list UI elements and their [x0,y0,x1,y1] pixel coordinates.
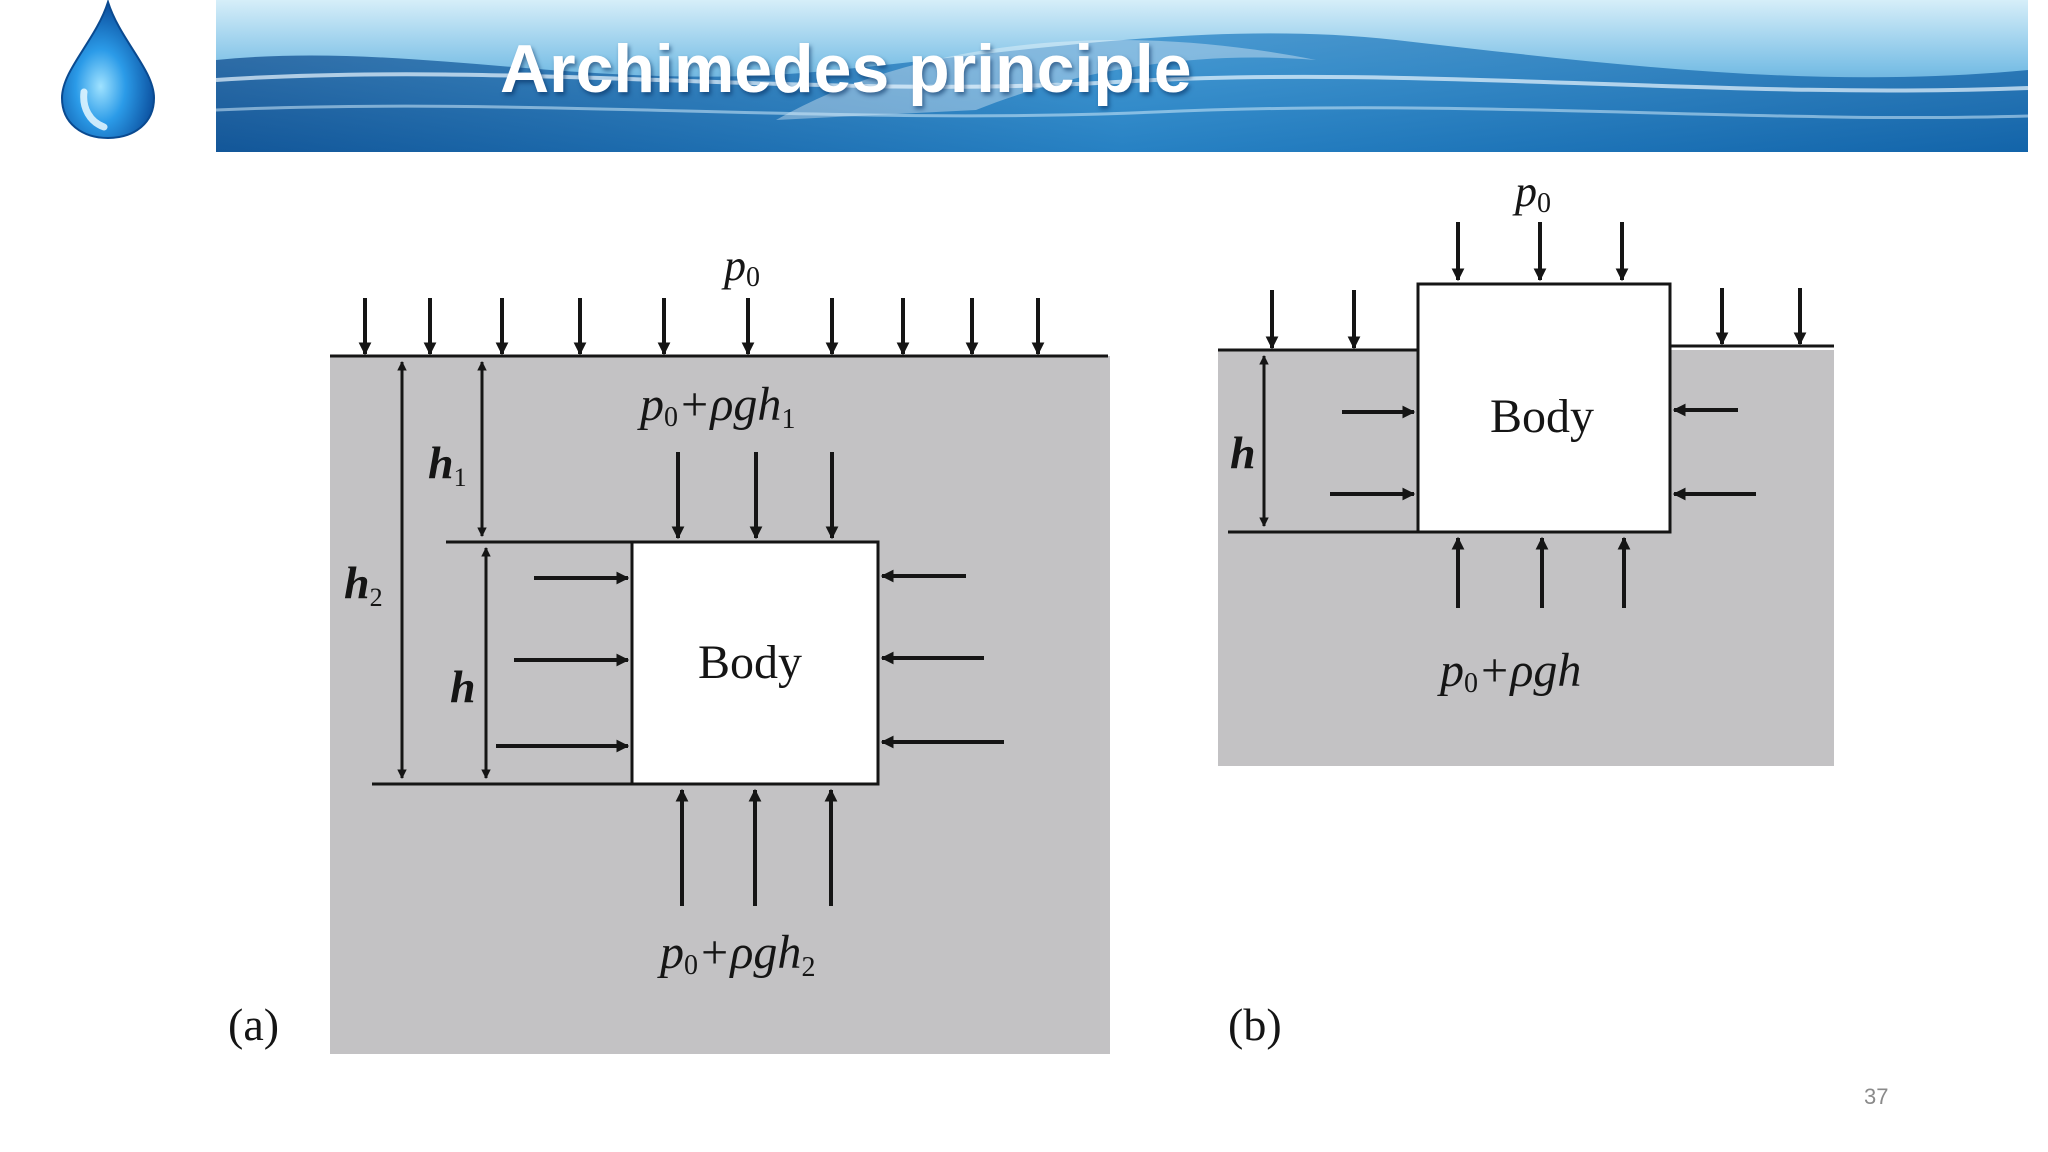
page-title: Archimedes principle [500,31,1192,107]
surface-pressure-arrows-b [1265,288,1807,350]
panel-label-b: (b) [1228,999,1282,1050]
top-pressure-arrows-a [671,452,839,540]
surface-pressure-label-a: p0 [721,241,760,293]
water-wave-image [216,0,2028,152]
water-drop-icon [60,0,156,140]
top-pressure-arrows-b [1451,222,1629,282]
h1-label-a: h1 [428,437,467,492]
right-side-arrows-a [880,569,1004,749]
left-side-arrows-b [1330,405,1416,501]
body-label-a: Body [698,636,802,689]
slide-number: 37 [1864,1084,1889,1109]
right-side-arrows-b [1672,403,1756,501]
h-label-a: h [450,661,476,712]
header-banner: Archimedes principle [216,0,2028,152]
panel-b: Body p0 [1218,167,1834,1050]
dimension-arrows-a [397,361,491,779]
panel-label-a: (a) [228,999,279,1050]
h2-label-a: h2 [344,557,383,612]
h-label-b: h [1230,427,1256,478]
body-box-b [1416,282,1672,534]
left-side-arrows-a [496,571,630,753]
bottom-pressure-label-a: p0+ρgh2 [657,926,815,983]
surface-pressure-arrows-a [358,298,1045,356]
bottom-pressure-label-b: p0+ρgh [1437,644,1581,699]
body-box-a [630,540,880,786]
top-pressure-label-a: p0+ρgh1 [637,378,795,435]
panel-a: p0 Body p0+ρgh1 p0+ρgh2 [228,241,1110,1054]
bottom-pressure-arrows-a [675,788,838,906]
top-pressure-label-b: p0 [1512,167,1551,219]
bottom-pressure-arrows-b [1451,536,1631,608]
body-label-b: Body [1490,390,1594,443]
